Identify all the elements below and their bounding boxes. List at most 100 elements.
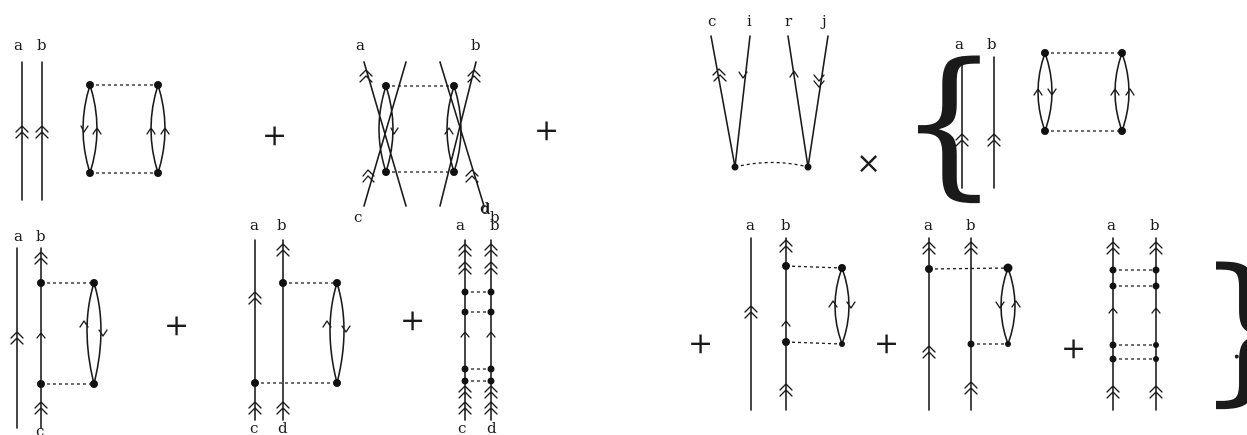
vertex-dot: [1109, 266, 1117, 274]
diagram-v: c i r j: [708, 12, 829, 171]
diagram-7: a b: [744, 216, 856, 411]
vertex-dot: [1109, 341, 1117, 349]
vertex-dot: [251, 379, 259, 387]
brace-close: }: [1196, 234, 1247, 421]
diagram-9: a b: [1106, 216, 1163, 411]
bubble-left-outer: [378, 85, 387, 173]
double-arrow-up: [779, 383, 793, 397]
label-c: c: [708, 12, 716, 30]
double-arrow-up: [779, 239, 793, 253]
vertex-dot: [86, 81, 94, 89]
label-b: b: [277, 216, 287, 234]
label-a: a: [456, 216, 465, 234]
double-arrow-up: [34, 251, 48, 265]
double-arrow-up: [1149, 241, 1163, 255]
arrow-up: [781, 320, 791, 327]
vertex-dot: [1152, 282, 1160, 290]
arrow-up: [1011, 300, 1021, 308]
label-b: b: [490, 216, 500, 234]
interaction-line: [734, 161, 809, 168]
label-j: j: [820, 12, 827, 30]
arrow-up: [828, 300, 838, 308]
double-arrow-up: [1106, 241, 1120, 255]
diagram-1: a b: [14, 36, 170, 201]
vertex-dot: [782, 338, 790, 346]
double-arrow-up: [276, 243, 290, 257]
bubble-left-inner: [1044, 52, 1053, 132]
vertex-dot: [838, 264, 846, 272]
arrow-up: [1151, 307, 1161, 314]
vertex-dot: [1153, 342, 1159, 348]
arrow-up: [1033, 88, 1043, 96]
arrow-down: [390, 127, 399, 135]
line-b-crossed: [439, 61, 477, 207]
double-arrow-up: [465, 169, 479, 183]
double-arrow-up: [362, 169, 375, 183]
plus-sign: +: [262, 118, 287, 153]
label-c: c: [36, 422, 44, 435]
double-arrow-down: [813, 74, 825, 88]
arrow-up: [92, 127, 102, 135]
bubble-right: [336, 282, 345, 384]
vertex-dot: [731, 163, 739, 171]
double-arrow-up: [922, 241, 936, 255]
label-b: b: [781, 216, 791, 234]
brace-open: {: [898, 28, 1000, 215]
diagram-2: a b c d b: [354, 36, 500, 226]
arrow-up: [460, 331, 470, 338]
plus-sign: +: [164, 308, 189, 343]
label-a: a: [746, 216, 755, 234]
label-b: b: [966, 216, 976, 234]
arrow-down: [1047, 88, 1057, 96]
arrow-up: [486, 331, 496, 338]
double-arrow-up: [248, 291, 262, 305]
vertex-dot: [1152, 266, 1160, 274]
double-arrow-up: [712, 68, 727, 82]
vertex-dot: [925, 265, 933, 273]
bubble-left: [834, 267, 843, 345]
vertex-dot: [450, 168, 458, 176]
double-arrow-up: [484, 385, 498, 399]
bubble-left: [329, 282, 338, 384]
arrow-down: [738, 71, 748, 79]
double-arrow-up: [484, 243, 498, 257]
label-c: c: [458, 419, 466, 435]
vertex-dot: [382, 82, 390, 90]
line-j: [807, 35, 829, 168]
double-arrow-up: [248, 401, 262, 415]
arrow-up: [160, 127, 170, 135]
label-b: b: [490, 208, 500, 226]
double-arrow-up: [1149, 385, 1163, 399]
arrow-down: [80, 125, 89, 133]
arrow-up: [789, 70, 799, 78]
bubble-right-outer: [453, 85, 462, 173]
bubble-right-outer: [1121, 52, 1130, 132]
arrow-down: [98, 329, 108, 337]
arrow-up: [322, 320, 332, 328]
double-arrow-up: [458, 401, 472, 415]
double-arrow-up: [15, 125, 49, 139]
arrow-down: [341, 325, 351, 333]
label-r: r: [785, 12, 793, 30]
vertex-dot: [461, 365, 469, 373]
vertex-dot: [1041, 49, 1049, 57]
double-arrow-up: [964, 381, 978, 395]
line-r: [787, 35, 809, 168]
vertex-dot: [333, 379, 341, 387]
label-b: b: [37, 36, 47, 54]
vertex-dot: [839, 341, 845, 347]
bubble-right: [93, 282, 102, 385]
vertex-dot: [154, 81, 162, 89]
label-d: d: [487, 419, 497, 435]
vertex-dot: [1153, 356, 1159, 362]
arrow-up: [1108, 307, 1118, 314]
arrow-down: [846, 301, 856, 309]
double-arrow-up: [1106, 385, 1120, 399]
vertex-dot: [782, 262, 790, 270]
plus-sign: +: [874, 326, 899, 361]
arrow-up: [146, 127, 156, 135]
vertex-dot: [461, 377, 469, 385]
period: .: [1232, 331, 1242, 366]
vertex-dot: [804, 163, 812, 171]
vertex-dot: [1005, 341, 1011, 347]
